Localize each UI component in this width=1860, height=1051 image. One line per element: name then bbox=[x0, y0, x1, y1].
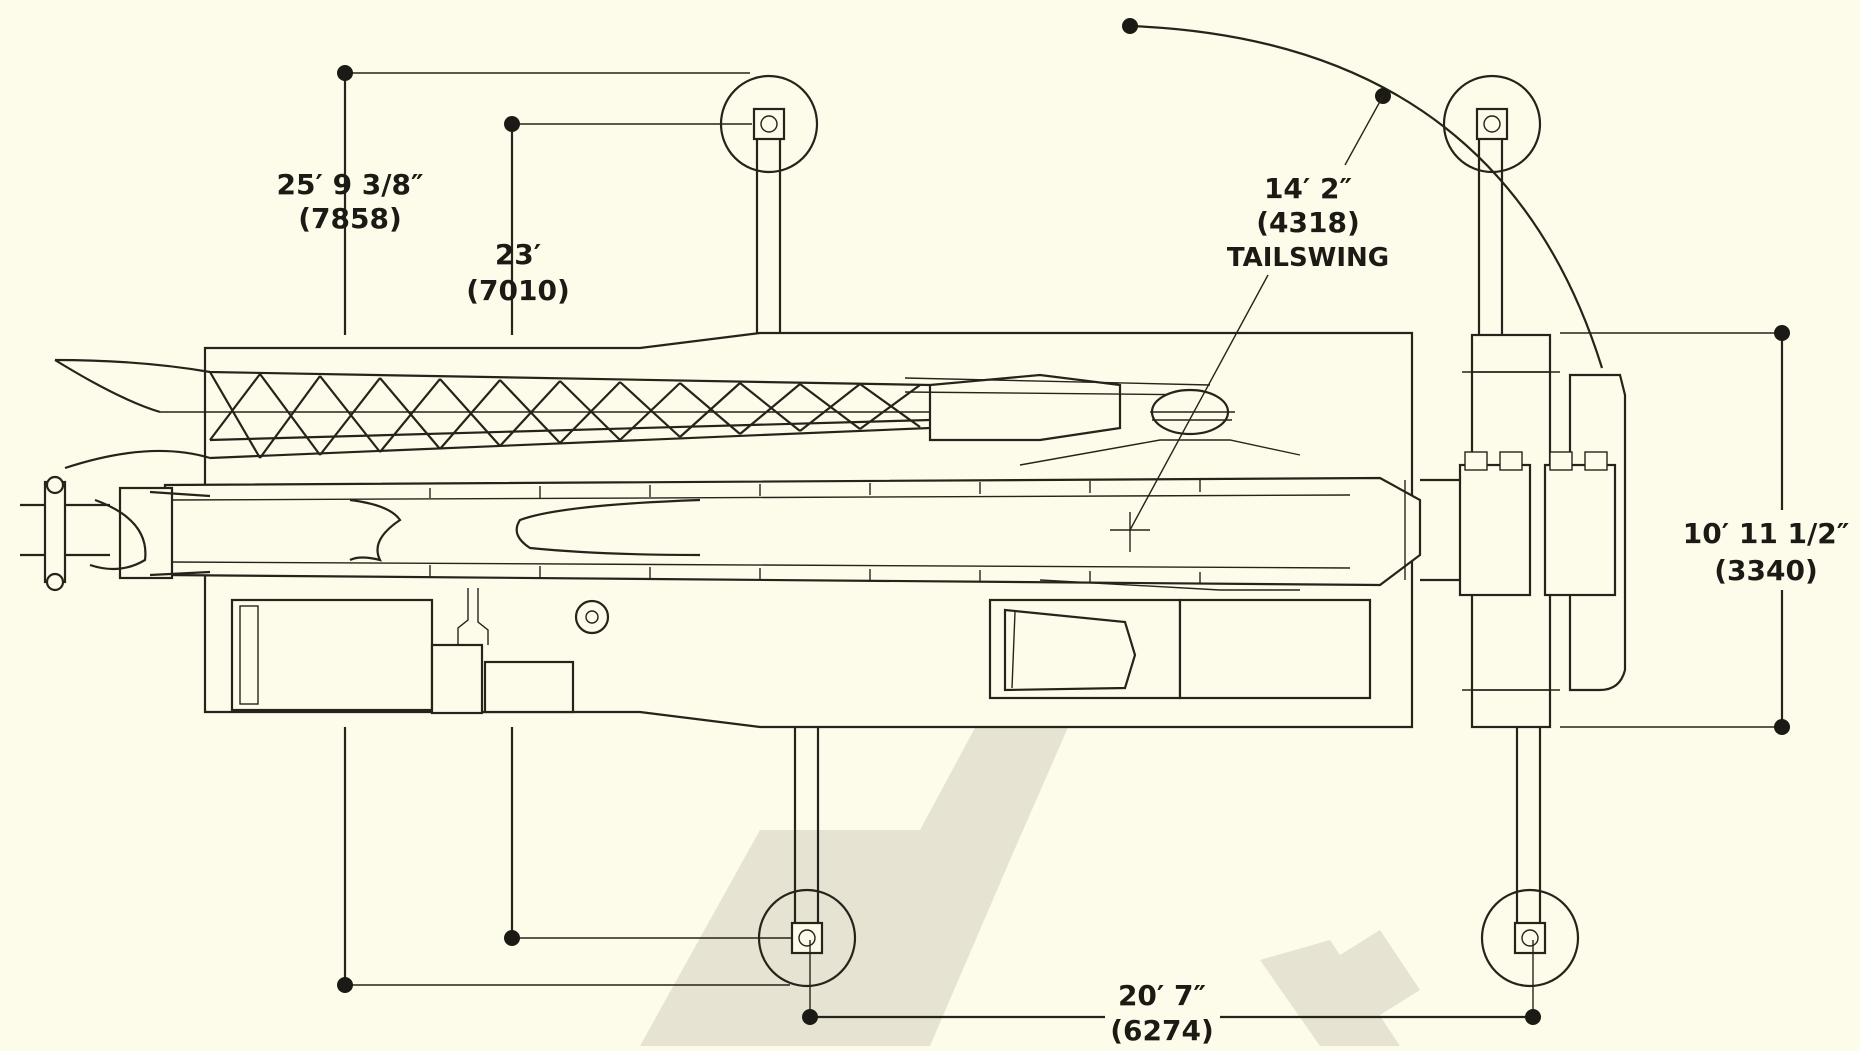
label-inner-span-imperial: 23′ bbox=[495, 238, 541, 271]
label-overall-width-metric: (3340) bbox=[1714, 554, 1818, 587]
label-outer-span-metric: (7858) bbox=[298, 202, 402, 235]
label-tailswing-imperial: 14′ 2″ bbox=[1264, 172, 1352, 205]
label-tailswing-metric: (4318) bbox=[1256, 206, 1360, 239]
label-outer-span-imperial: 25′ 9 3/8″ bbox=[276, 168, 423, 201]
main-boom bbox=[20, 451, 1617, 597]
outrigger-rear-top bbox=[1442, 74, 1542, 335]
label-longitudinal-metric: (6274) bbox=[1110, 1014, 1214, 1046]
outrigger-front-bottom bbox=[757, 728, 857, 988]
label-tailswing-caption: TAILSWING bbox=[1227, 243, 1389, 273]
dimension-longitudinal bbox=[802, 940, 1541, 1025]
dimension-outer-span bbox=[337, 65, 790, 993]
label-overall-width-imperial: 10′ 11 1/2″ bbox=[1683, 517, 1850, 550]
outrigger-front-top bbox=[719, 74, 819, 335]
carrier-details bbox=[230, 439, 1406, 715]
dimension-inner-span bbox=[504, 116, 792, 946]
dimension-overall-width bbox=[1560, 325, 1790, 735]
lattice-jib bbox=[54, 358, 1235, 470]
label-longitudinal-imperial: 20′ 7″ bbox=[1118, 979, 1206, 1012]
label-inner-span-metric: (7010) bbox=[466, 274, 570, 307]
outrigger-rear-bottom bbox=[1480, 728, 1580, 988]
dimension-tailswing bbox=[1122, 18, 1604, 531]
